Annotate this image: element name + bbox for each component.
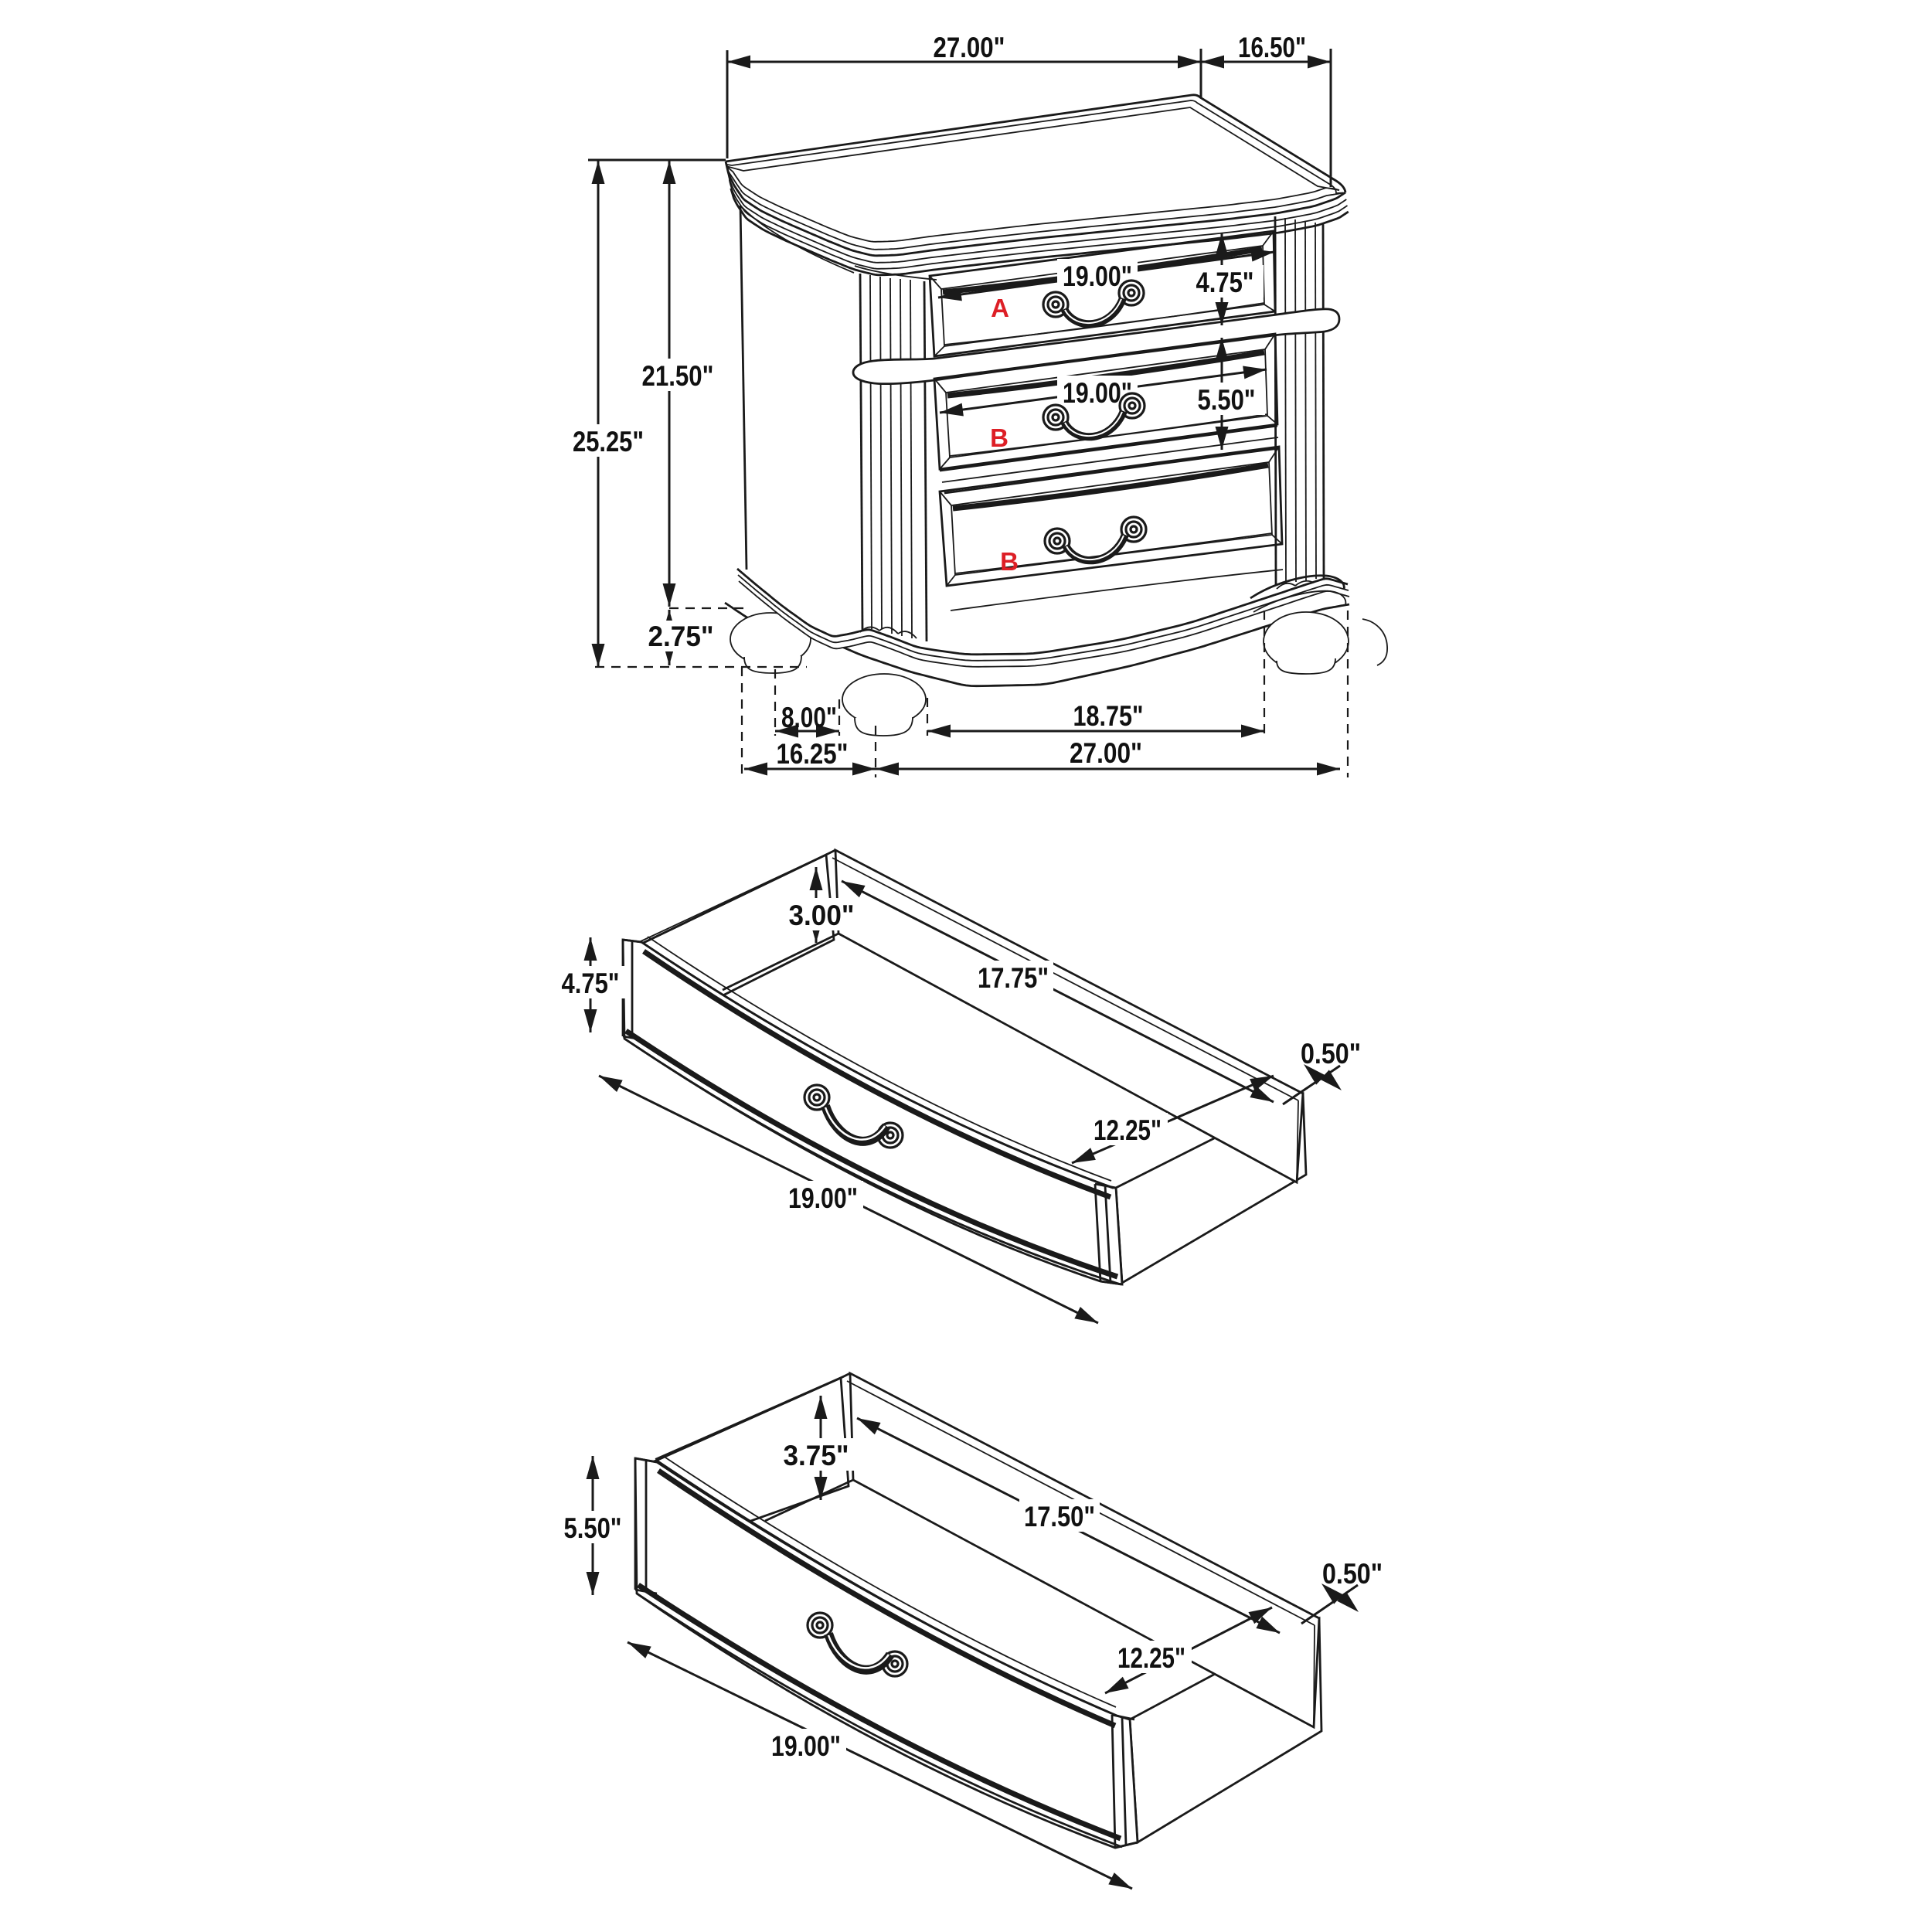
svg-text:B: B bbox=[1000, 547, 1019, 576]
svg-text:27.00": 27.00" bbox=[934, 32, 1005, 63]
svg-text:27.00": 27.00" bbox=[1070, 737, 1142, 769]
svg-text:0.50": 0.50" bbox=[1322, 1558, 1383, 1590]
svg-text:17.75": 17.75" bbox=[978, 962, 1049, 994]
svg-text:19.00": 19.00" bbox=[1063, 377, 1132, 409]
svg-text:12.25": 12.25" bbox=[1094, 1114, 1162, 1146]
svg-text:4.75": 4.75" bbox=[562, 968, 620, 999]
svg-text:4.75": 4.75" bbox=[1196, 267, 1254, 298]
svg-text:3.00": 3.00" bbox=[789, 900, 855, 931]
svg-text:3.75": 3.75" bbox=[784, 1440, 849, 1471]
svg-text:5.50": 5.50" bbox=[564, 1512, 622, 1544]
svg-text:18.75": 18.75" bbox=[1073, 700, 1144, 732]
svg-text:19.00": 19.00" bbox=[788, 1182, 858, 1214]
svg-text:16.25": 16.25" bbox=[777, 738, 849, 770]
svg-text:16.50": 16.50" bbox=[1238, 32, 1306, 63]
svg-text:17.50": 17.50" bbox=[1024, 1501, 1095, 1532]
svg-text:0.50": 0.50" bbox=[1301, 1038, 1361, 1070]
svg-text:2.75": 2.75" bbox=[648, 621, 714, 652]
svg-text:8.00": 8.00" bbox=[781, 702, 837, 733]
svg-text:21.50": 21.50" bbox=[642, 360, 714, 392]
svg-text:5.50": 5.50" bbox=[1198, 384, 1256, 416]
svg-text:B: B bbox=[990, 423, 1009, 452]
svg-text:25.25": 25.25" bbox=[573, 426, 644, 457]
svg-text:A: A bbox=[991, 294, 1009, 322]
svg-text:12.25": 12.25" bbox=[1117, 1642, 1185, 1674]
svg-text:19.00": 19.00" bbox=[771, 1730, 841, 1762]
